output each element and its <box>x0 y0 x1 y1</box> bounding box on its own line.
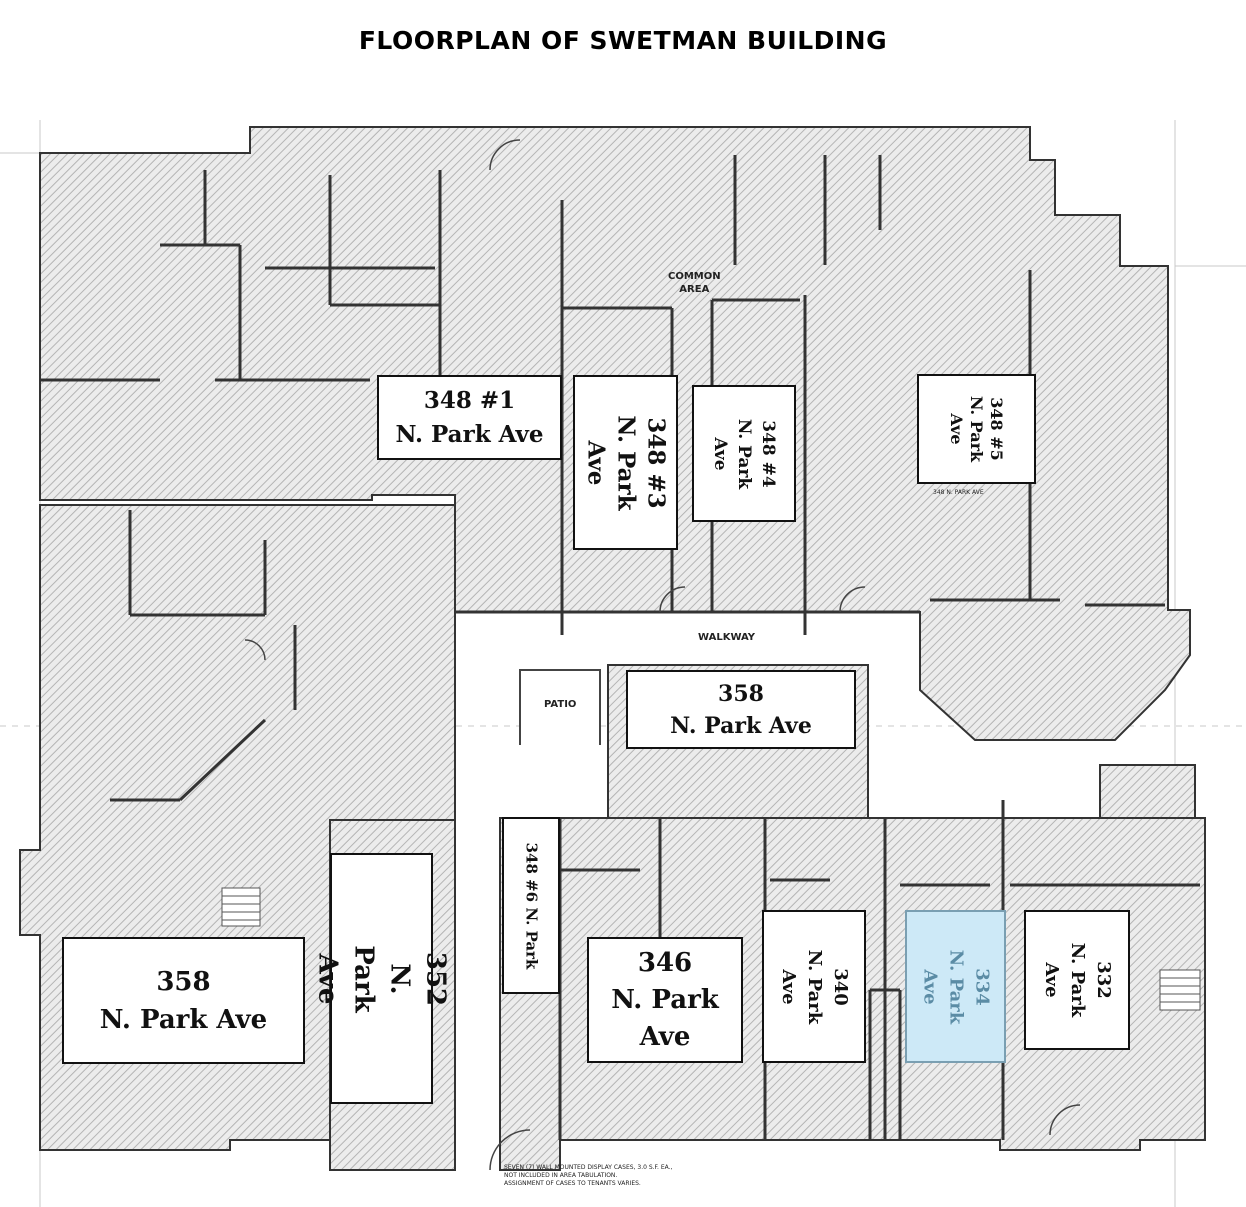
unit-334-label: 334 N. Park Ave <box>905 910 1006 1063</box>
unit-348-1-text: 348 #1 N. Park Ave <box>395 386 544 448</box>
unit-346-text: 346 N. Park Ave <box>611 947 719 1052</box>
display-cases-footnote: SEVEN (7) WALL MOUNTED DISPLAY CASES, 3.… <box>504 1164 673 1187</box>
patio-outline <box>519 669 601 745</box>
unit-352-label: 352 N. Park Ave <box>313 853 451 1104</box>
unit-332-label: 332 N. Park Ave <box>1024 910 1130 1050</box>
door-swings <box>244 139 1081 1171</box>
unit-348-4-text: 348 #4 N. Park Ave <box>710 418 778 489</box>
patio-label: PATIO <box>544 699 577 710</box>
unit-348-4-label: 348 #4 N. Park Ave <box>692 385 796 522</box>
walkway-label: WALKWAY <box>698 632 756 643</box>
unit-358-left-label: 358 N. Park Ave <box>62 937 305 1064</box>
unit-348-6-text: 348 #6 N. Park <box>522 842 541 969</box>
unit-352-text: 352 N. Park Ave <box>312 944 451 1013</box>
unit-358-left-text: 358 N. Park Ave <box>99 966 268 1035</box>
unit-348-5-label: 348 #5 N. Park Ave <box>917 374 1036 484</box>
unit-334-text: 334 N. Park Ave <box>919 949 993 1024</box>
unit-348-5-text: 348 #5 N. Park Ave <box>947 395 1007 463</box>
unit-348-5-sublabel: 348 N. PARK AVE <box>933 489 984 496</box>
page-title: FLOORPLAN OF SWETMAN BUILDING <box>358 26 888 55</box>
unit-348-3-text: 348 #3 N. Park Ave <box>582 414 670 511</box>
unit-348-1-label: 348 #1 N. Park Ave <box>377 375 562 460</box>
unit-348-6-label: 348 #6 N. Park <box>502 817 560 994</box>
unit-346-label: 346 N. Park Ave <box>587 937 743 1063</box>
unit-358-middle-label: 358 N. Park Ave <box>626 670 856 749</box>
interior-walls <box>40 155 1200 1140</box>
common-area-label: COMMON AREA <box>668 271 721 295</box>
stairs <box>221 887 1201 1011</box>
unit-340-text: 340 N. Park Ave <box>778 949 851 1024</box>
unit-332-text: 332 N. Park Ave <box>1041 942 1114 1018</box>
unit-348-3-label: 348 #3 N. Park Ave <box>573 375 678 550</box>
unit-340-label: 340 N. Park Ave <box>762 910 866 1063</box>
unit-358-middle-text: 358 N. Park Ave <box>670 680 812 739</box>
